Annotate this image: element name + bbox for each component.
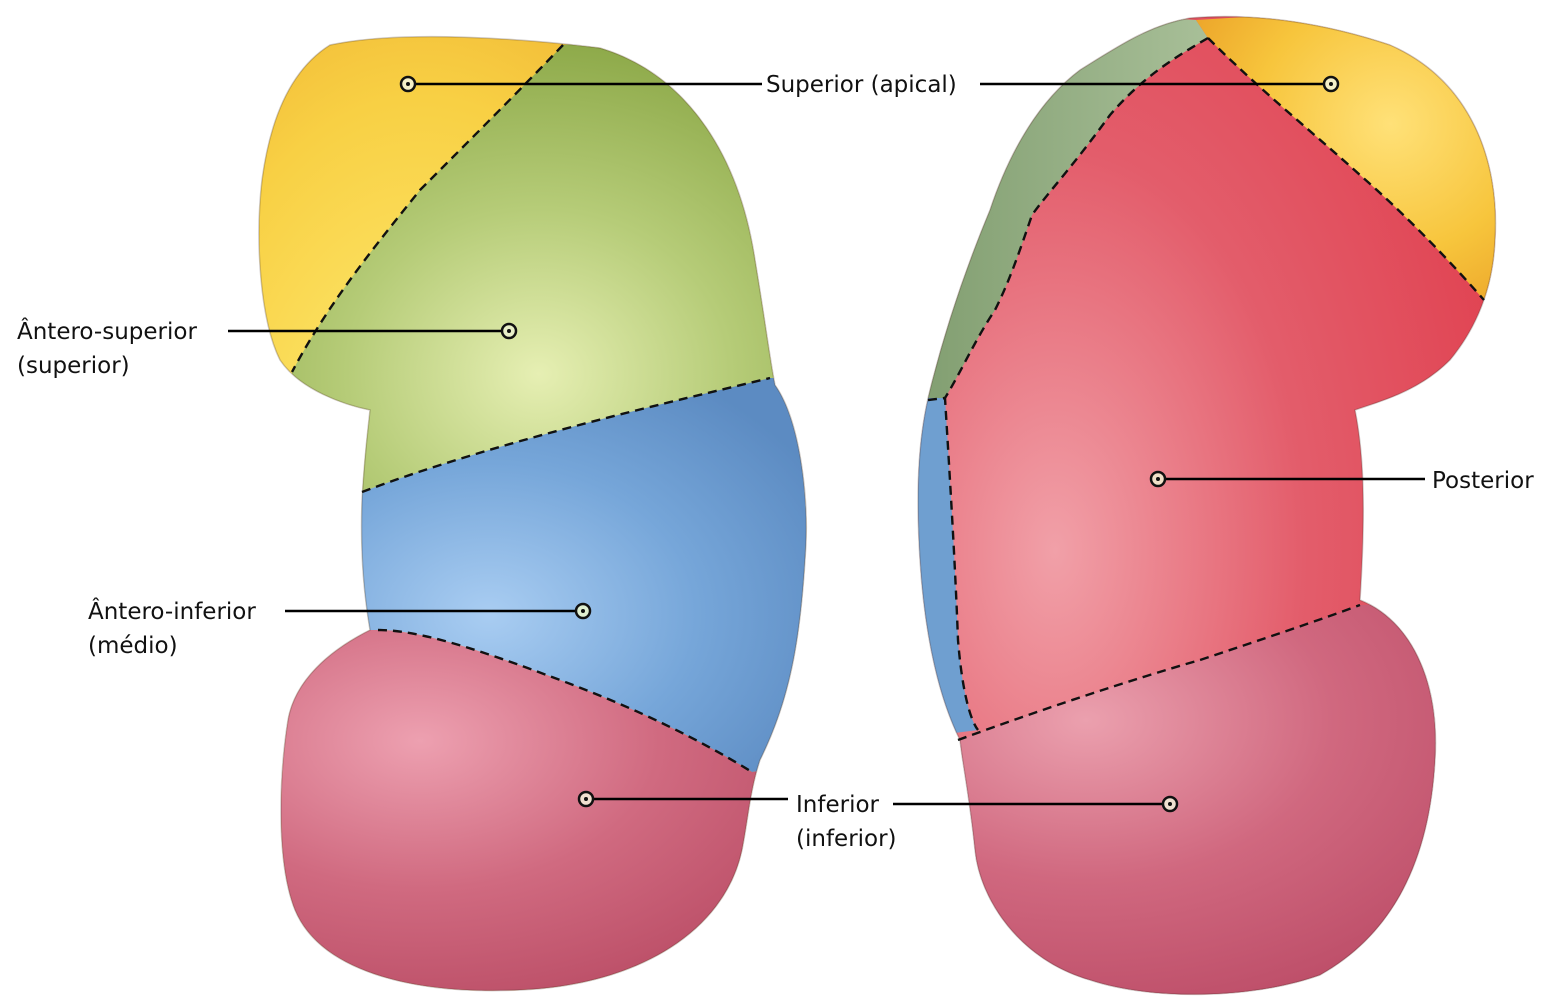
label-antero-superior-line2: (superior) bbox=[17, 353, 130, 379]
marker-antero-inferior bbox=[576, 604, 590, 618]
marker-inferior-right bbox=[1163, 797, 1177, 811]
label-antero-inferior-line1: Ântero-inferior bbox=[88, 597, 256, 625]
label-antero-superior-line1: Ântero-superior bbox=[17, 317, 197, 345]
label-antero-inferior-line2: (médio) bbox=[88, 633, 178, 659]
marker-superior-left bbox=[401, 77, 415, 91]
marker-posterior bbox=[1151, 472, 1165, 486]
right-kidney bbox=[900, 0, 1520, 1001]
label-inferior-line1: Inferior bbox=[796, 792, 880, 818]
left-kidney bbox=[240, 20, 840, 1000]
label-superior: Superior (apical) bbox=[766, 72, 957, 98]
label-posterior: Posterior bbox=[1432, 468, 1534, 494]
marker-inferior-left bbox=[579, 792, 593, 806]
label-inferior-line2: (inferior) bbox=[796, 826, 897, 852]
marker-antero-superior bbox=[502, 324, 516, 338]
marker-superior-right bbox=[1324, 77, 1338, 91]
